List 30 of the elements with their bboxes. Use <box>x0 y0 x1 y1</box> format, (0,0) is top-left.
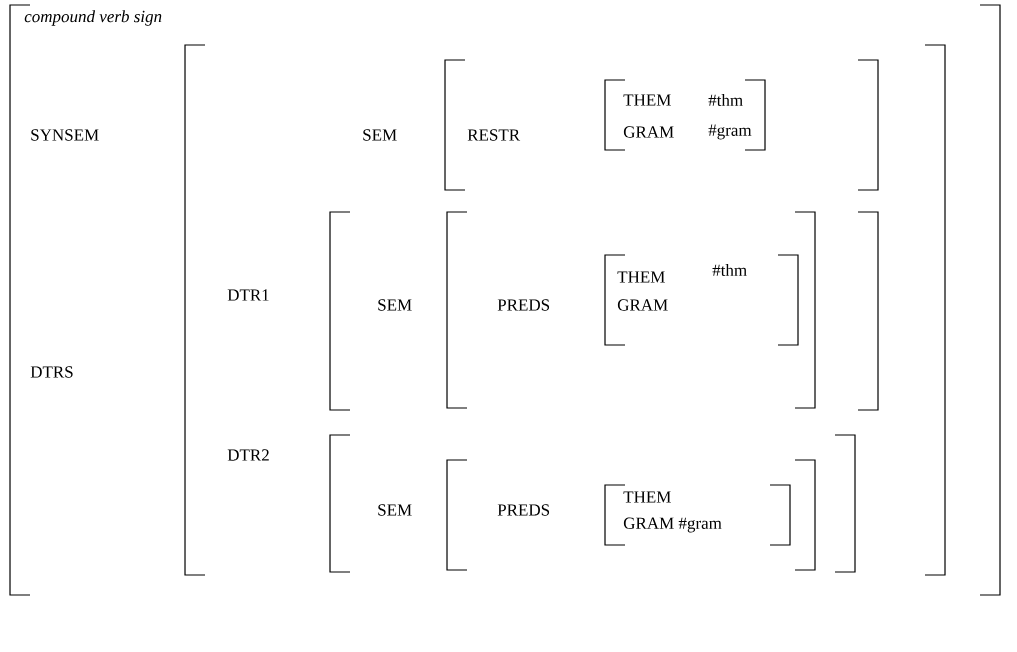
feature-label: DTRS <box>30 366 73 378</box>
feature-label: SYNSEM <box>31 129 99 141</box>
bracket-matrix <box>446 211 816 409</box>
feature-label: GRAM <box>623 126 674 138</box>
bracket-matrix <box>604 79 766 151</box>
feature-label: THEM <box>617 271 665 283</box>
feature-label: #thm <box>708 94 743 106</box>
feature-label: DTR1 <box>227 289 269 301</box>
bracket-matrix <box>329 211 879 411</box>
feature-label: THEM <box>623 94 671 106</box>
feature-label: SEM <box>363 129 397 141</box>
feature-label: PREDS <box>497 299 550 311</box>
feature-label: GRAM <box>617 299 668 311</box>
bracket-matrix <box>329 434 856 573</box>
feature-label: RESTR <box>467 129 521 141</box>
bracket-matrix <box>446 459 816 571</box>
feature-label: GRAM #gram <box>623 517 722 533</box>
bracket-matrix <box>9 4 1001 596</box>
bracket-matrix <box>444 59 879 191</box>
bracket-matrix <box>604 484 791 546</box>
feature-label: compound verb sign <box>24 10 162 26</box>
feature-label: SEM <box>378 299 412 311</box>
feature-label: PREDS <box>497 504 550 516</box>
feature-label: THEM <box>623 491 671 503</box>
feature-label: #gram <box>708 124 752 140</box>
feature-label: DTR2 <box>227 449 269 461</box>
feature-label: #thm <box>712 264 747 276</box>
bracket-matrix <box>604 254 799 346</box>
feature-label: SEM <box>378 504 412 516</box>
bracket-matrix <box>184 44 946 576</box>
